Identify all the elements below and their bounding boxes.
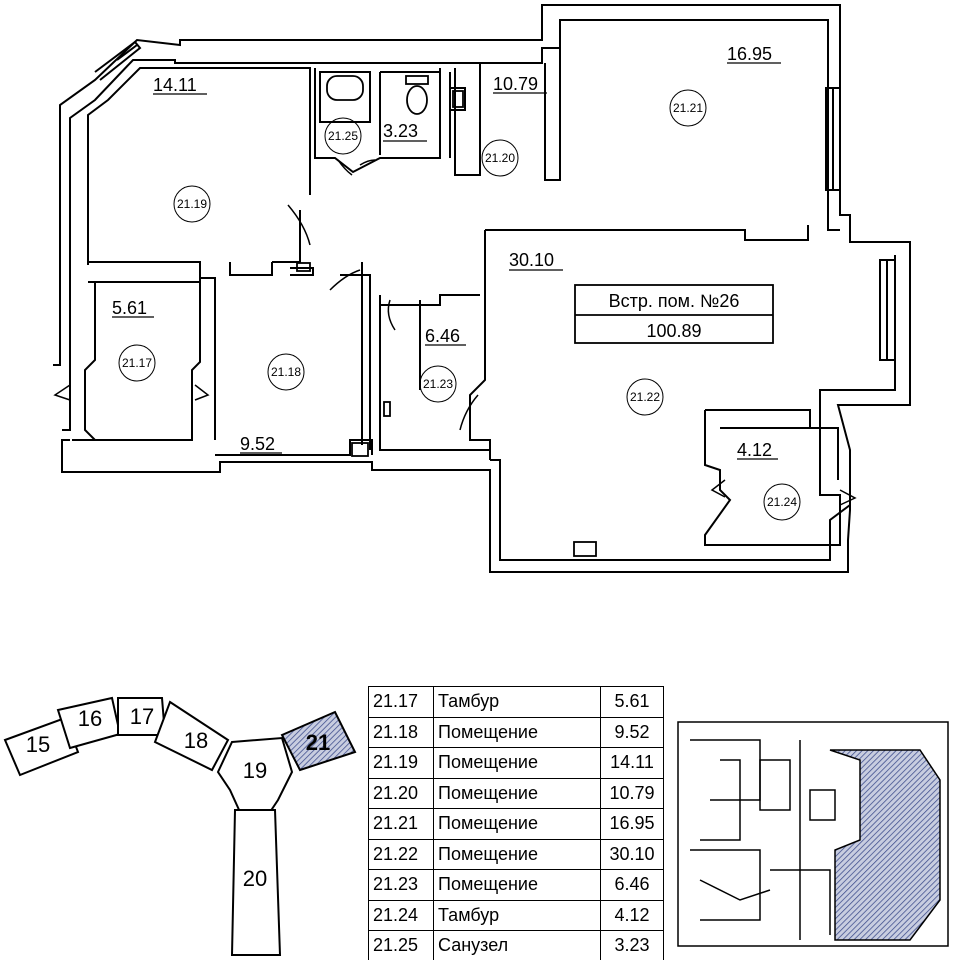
section-21 [280,710,357,772]
section-label: 17 [130,704,154,729]
rooms-table-cell-name: Помещение [433,808,601,840]
section-key-map [3,696,357,956]
room-id: 21.24 [767,495,797,509]
rooms-table-cell-id: 21.20 [368,777,434,809]
premise-title: Встр. пом. №26 [609,291,740,311]
floor-overview [677,721,949,947]
rooms-table-cell-name: Тамбур [433,686,601,718]
rooms-table-cell-name: Помещение [433,869,601,901]
area-label: 6.46 [425,326,460,346]
rooms-table-cell-id: 21.24 [368,899,434,931]
rooms-table-cell-name: Помещение [433,747,601,779]
area-label: 16.95 [727,44,772,64]
rooms-table-cell-area: 4.12 [600,899,664,931]
section-label: 18 [184,728,208,753]
walls [53,4,911,573]
door-swings [53,159,857,506]
windows [94,40,896,361]
rooms-table-cell-area: 16.95 [600,808,664,840]
rooms-table-cell-id: 21.25 [368,930,434,960]
room-id-labels: 21.25 21.20 21.21 21.19 21.17 21.18 21.2… [122,101,797,509]
area-underlines [112,62,781,460]
section-label: 15 [26,732,50,757]
rooms-table-cell-id: 21.22 [368,838,434,870]
room-id: 21.21 [673,101,703,115]
area-label: 30.10 [509,250,554,270]
room-id: 21.25 [328,129,358,143]
rooms-table-cell-id: 21.17 [368,686,434,718]
rooms-table-cell-id: 21.19 [368,747,434,779]
section-20 [230,809,282,956]
area-labels: 14.11 3.23 10.79 16.95 30.10 5.61 6.46 9… [112,44,772,460]
toilet-tank-icon [405,75,429,85]
fixtures [296,75,597,557]
section-label: 20 [243,866,267,891]
toilet-bowl-icon [406,85,428,115]
room-id: 21.23 [423,377,453,391]
premise-total: 100.89 [646,321,701,341]
rooms-table-cell-name: Помещение [433,777,601,809]
area-label: 10.79 [493,74,538,94]
area-label: 3.23 [383,121,418,141]
rooms-table-cell-id: 21.21 [368,808,434,840]
rooms-table-cell-area: 30.10 [600,838,664,870]
rooms-table-cell-area: 10.79 [600,777,664,809]
section-18 [153,700,230,772]
bathtub-icon [326,75,364,101]
room-id: 21.19 [177,197,207,211]
room-id: 21.17 [122,356,152,370]
rooms-table-cell-id: 21.18 [368,716,434,748]
area-label: 5.61 [112,298,147,318]
rooms-table-cell-area: 5.61 [600,686,664,718]
area-label: 9.52 [240,434,275,454]
section-labels: 15 16 17 18 19 20 21 [26,704,330,891]
section-label: 16 [78,706,102,731]
area-label: 4.12 [737,440,772,460]
area-label: 14.11 [153,75,197,95]
rooms-table-cell-area: 9.52 [600,716,664,748]
rooms-table-cell-name: Санузел [433,930,601,960]
premise-box [574,284,774,344]
rooms-table-cell-name: Помещение [433,716,601,748]
rooms-table-cell-area: 14.11 [600,747,664,779]
room-id: 21.22 [630,390,660,404]
rooms-table-cell-area: 3.23 [600,930,664,960]
rooms-table-cell-id: 21.23 [368,869,434,901]
rooms-table-cell-name: Помещение [433,838,601,870]
rooms-table-cell-name: Тамбур [433,899,601,931]
room-id: 21.20 [485,151,515,165]
section-label: 19 [243,758,267,783]
section-15 [3,716,80,777]
rooms-table-cell-area: 6.46 [600,869,664,901]
section-label-current: 21 [306,730,330,755]
room-id: 21.18 [271,365,301,379]
room-id-circles [118,89,801,521]
